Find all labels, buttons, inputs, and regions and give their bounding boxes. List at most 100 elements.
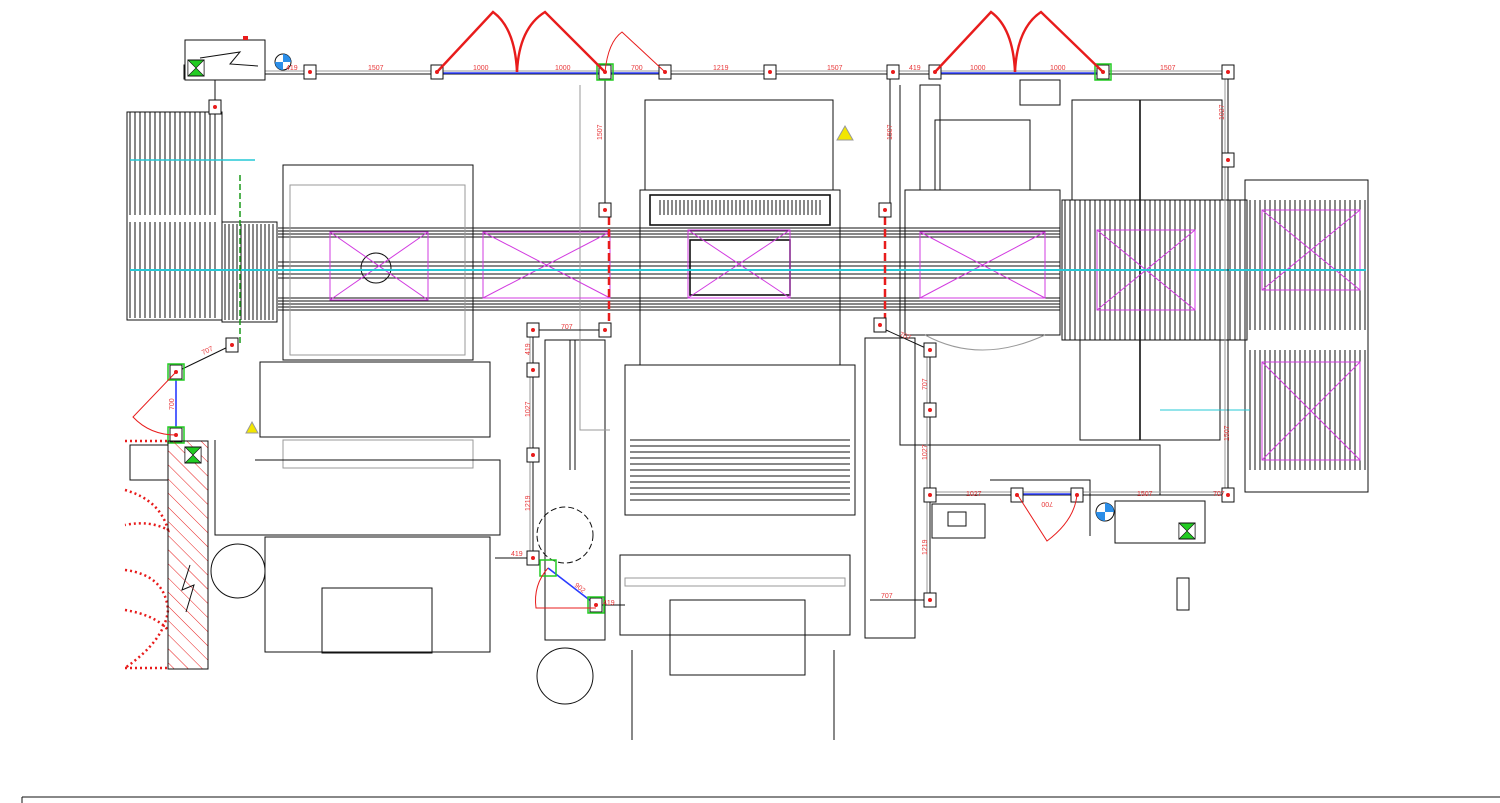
cable-duct <box>579 85 610 431</box>
dimension-label: 419 <box>511 551 523 558</box>
dimension-label: 707 <box>201 345 215 356</box>
yellow-warning-triangle-icon <box>836 124 854 141</box>
left-infeed-conveyor <box>221 221 278 323</box>
left-machine-frame <box>282 164 474 361</box>
fence-post-center <box>1226 158 1230 162</box>
work-envelope <box>329 231 429 301</box>
fence-post-center <box>230 343 234 347</box>
door-hinge-marker <box>1094 63 1112 81</box>
door-hinge-marker <box>539 559 557 577</box>
blue-white-reference-marker-icon <box>1095 502 1115 522</box>
light-curtains <box>239 175 887 345</box>
fence-post-center <box>883 208 887 212</box>
swing-arc <box>924 334 1046 351</box>
dimension-label: 707 <box>898 331 911 342</box>
fence-post-center <box>928 348 932 352</box>
door-swing-5 <box>1013 10 1104 73</box>
dimension-label: 707 <box>881 593 893 600</box>
fence-post-center <box>891 70 895 74</box>
fence-post-center <box>928 598 932 602</box>
dimension-label: 1219 <box>525 495 532 511</box>
work-envelopes <box>329 209 1361 461</box>
work-envelope <box>687 229 791 299</box>
main-control-cabinet[interactable] <box>1114 500 1206 544</box>
fence-post-center <box>603 328 607 332</box>
fence-post-center <box>531 368 535 372</box>
dimension-label: 1027 <box>1219 104 1226 120</box>
fence-post-center <box>531 556 535 560</box>
dimension-label: 1219 <box>713 65 729 72</box>
door-swing-4 <box>934 10 1017 73</box>
dimension-label: 1027 <box>922 444 929 460</box>
centerline <box>130 159 1366 411</box>
door-swing-8 <box>535 567 596 609</box>
press-bed <box>624 364 856 516</box>
green-x-icon <box>187 59 205 77</box>
dimension-label: 707 <box>1213 491 1225 498</box>
door-hinge-marker <box>587 596 605 614</box>
dimension-label: 1027 <box>525 401 532 417</box>
door-swing-6 <box>1016 493 1078 542</box>
right-gantry-top <box>1071 99 1223 201</box>
yellow-warning-triangle-icon <box>245 420 259 434</box>
blue-white-reference-marker-icon <box>274 53 292 71</box>
left-load-pallet <box>321 587 433 654</box>
dimension-label: 707 <box>922 378 929 390</box>
door-hinge-marker <box>596 63 614 81</box>
dimension-label: 1507 <box>1137 491 1153 498</box>
dimension-label: 419 <box>286 65 298 72</box>
fence-posts <box>167 63 1235 614</box>
door-swing-3 <box>604 31 666 73</box>
green-x-icon <box>184 446 202 464</box>
fence-post-center <box>1226 70 1230 74</box>
work-envelope <box>1261 209 1361 291</box>
left-machine-foot <box>282 439 474 469</box>
door-swing-2 <box>515 10 606 73</box>
dimension-label: 419 <box>525 343 532 355</box>
fence-post-center <box>928 408 932 412</box>
dimension-label: 419 <box>909 65 921 72</box>
operator-panel[interactable] <box>931 503 986 539</box>
tooling-circle <box>536 506 594 564</box>
work-envelope <box>1261 361 1361 461</box>
dimension-labels: 419 1507 1000 1000 700 1219 1507 419 100… <box>169 65 1231 607</box>
dimension-label: 700 <box>631 65 643 72</box>
pendant-station[interactable] <box>1176 577 1190 611</box>
dimension-label: 1000 <box>1050 65 1066 72</box>
left-load-table <box>264 536 491 653</box>
table-rail <box>624 577 846 587</box>
center-load-table <box>619 554 851 636</box>
work-envelope-diagonal <box>482 231 611 299</box>
press-slide <box>649 194 831 226</box>
dimension-label: 700 <box>1041 500 1053 507</box>
door-hinge-marker <box>167 363 185 381</box>
dimension-label: 1000 <box>555 65 571 72</box>
work-envelope-diagonal <box>1261 209 1361 291</box>
work-envelope-diagonal <box>919 231 1046 299</box>
dimension-label: 1507 <box>1224 425 1231 441</box>
door-swing-1 <box>436 10 519 73</box>
dimension-label: 700 <box>169 398 176 410</box>
right-machine-column <box>919 84 941 191</box>
fence-post-center <box>878 323 882 327</box>
work-envelope-diagonal <box>687 229 791 299</box>
dimension-label: 1000 <box>473 65 489 72</box>
red-dotted-swings <box>124 439 170 670</box>
work-envelope-diagonal <box>1261 361 1361 461</box>
hatched-restricted-zone <box>129 440 209 670</box>
left-machine-base <box>259 361 491 438</box>
work-envelope-diagonal <box>329 231 429 301</box>
dimension-label: 1027 <box>966 491 982 498</box>
work-envelope <box>919 231 1046 299</box>
dimension-label: 1507 <box>887 124 894 140</box>
door-swing-7 <box>132 371 177 436</box>
door-swings <box>124 10 1104 670</box>
fence-post-center <box>308 70 312 74</box>
dimension-label: 1507 <box>1160 65 1176 72</box>
dimension-label: 1000 <box>970 65 986 72</box>
fence-post-center <box>213 105 217 109</box>
center-load-pallet <box>669 599 806 676</box>
fence-post-center <box>594 603 598 607</box>
tooling-circle <box>210 543 266 599</box>
